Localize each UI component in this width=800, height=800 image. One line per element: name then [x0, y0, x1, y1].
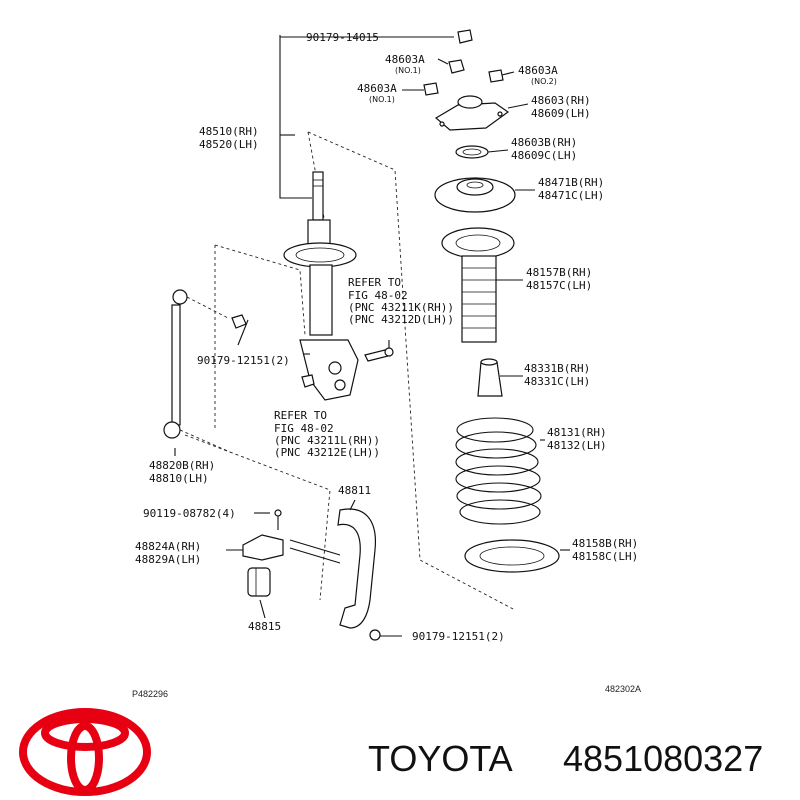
label-90119-08782: 90119-08782(4): [143, 507, 236, 520]
label-48158C-lh: 48158C(LH): [572, 550, 638, 563]
label-48609-lh: 48609(LH): [531, 107, 591, 120]
label-48471C-lh: 48471C(LH): [538, 189, 604, 202]
bushing-48815: [247, 567, 271, 597]
nut-90179-12151-upper: [231, 314, 247, 329]
assembly-outline-strut: [307, 131, 516, 611]
refer-top-line1: REFER TO: [348, 276, 401, 289]
refer-top-line4: (PNC 43212D(LH)): [348, 313, 454, 326]
part-number: 4851080327: [563, 738, 764, 779]
refer-top-line3: (PNC 43211K(RH)): [348, 301, 454, 314]
refer-mid-line3: (PNC 43211L(RH)): [274, 434, 380, 447]
label-48603A-no2: 48603A: [518, 64, 558, 77]
label-48157C-lh: 48157C(LH): [526, 279, 592, 292]
assembly-outline-bar: [184, 434, 331, 601]
label-48331B-rh: 48331B(RH): [524, 362, 590, 375]
bump-stopper-48331B: [477, 358, 503, 397]
ref-code-right: 482302A: [605, 684, 641, 694]
label-48603A-no1-top: 48603A: [385, 53, 425, 66]
stabilizer-bar-48811: [289, 508, 381, 641]
note-48603A-no1-lower: (NO.1): [369, 95, 395, 104]
note-48603A-no1-top: (NO.1): [395, 66, 421, 75]
refer-mid-line2: FIG 48-02: [274, 422, 334, 435]
dust-boot-48157B: [441, 227, 515, 343]
label-48520-lh: 48520(LH): [199, 138, 259, 151]
label-48810-lh: 48810(LH): [149, 472, 209, 485]
nut-90179-12151-mid: [301, 374, 315, 388]
label-48609C-lh: 48609C(LH): [511, 149, 577, 162]
ref-code-left: P482296: [132, 689, 168, 699]
label-48157B-rh: 48157B(RH): [526, 266, 592, 279]
bearing-48603B: [455, 145, 489, 159]
label-90179-12151-upper: 90179-12151(2): [197, 354, 290, 367]
label-90179-12151-lower: 90179-12151(2): [412, 630, 505, 643]
strut-bolt: [364, 340, 394, 362]
nut-90179-14015: [280, 29, 473, 44]
cushion-48603A-no1-top: [448, 59, 465, 74]
label-90179-14015: 90179-14015: [306, 31, 379, 44]
label-48820B-rh: 48820B(RH): [149, 459, 215, 472]
label-48811: 48811: [338, 484, 371, 497]
label-48471B-rh: 48471B(RH): [538, 176, 604, 189]
stabilizer-link-48820B: [163, 289, 231, 453]
label-48815: 48815: [248, 620, 281, 633]
label-48158B-rh: 48158B(RH): [572, 537, 638, 550]
cushion-48603A-no2: [488, 69, 504, 83]
label-48829A-lh: 48829A(LH): [135, 553, 201, 566]
label-48603-rh: 48603(RH): [531, 94, 591, 107]
toyota-logo: [19, 708, 151, 796]
label-48603A-no1-lower: 48603A: [357, 82, 397, 95]
refer-mid-line1: REFER TO: [274, 409, 327, 422]
coil-spring-48131: [455, 417, 542, 525]
upper-support-48603: [434, 95, 510, 131]
label-48603B-rh: 48603B(RH): [511, 136, 577, 149]
refer-top-line2: FIG 48-02: [348, 289, 408, 302]
label-48510-rh: 48510(RH): [199, 125, 259, 138]
brand-name: TOYOTA: [368, 738, 513, 779]
spring-seat-48471B: [434, 177, 516, 213]
label-48331C-lh: 48331C(LH): [524, 375, 590, 388]
label-48824A-rh: 48824A(RH): [135, 540, 201, 553]
assembly-outline-bracket: [214, 244, 306, 336]
label-48132-lh: 48132(LH): [547, 439, 607, 452]
spring-insulator-48158B: [464, 539, 560, 573]
label-48131-rh: 48131(RH): [547, 426, 607, 439]
bracket-48824A: [242, 509, 284, 561]
note-48603A-no2: (NO.2): [531, 77, 557, 86]
refer-mid-line4: (PNC 43212E(LH)): [274, 446, 380, 459]
cushion-48603A-no1-lower: [423, 82, 439, 96]
shock-absorber-strut: [279, 35, 359, 401]
leader-lines: [174, 58, 570, 637]
